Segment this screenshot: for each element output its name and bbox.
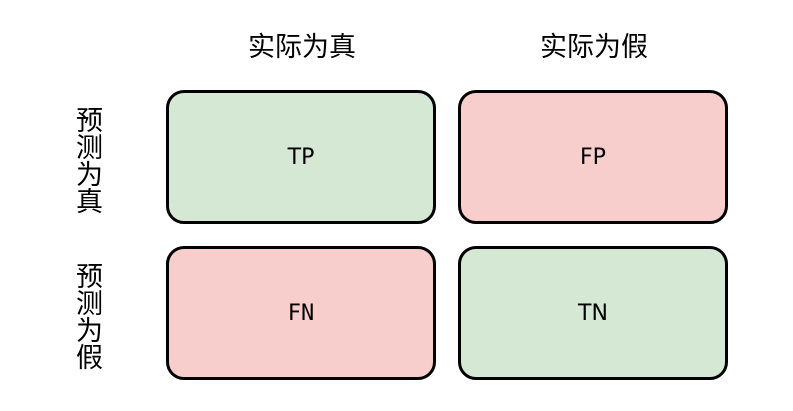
row-header-predicted-false: 预测为假: [71, 262, 102, 370]
cell-false-negative: FN: [166, 246, 436, 380]
row-header-predicted-true: 预测为真: [71, 106, 102, 214]
cell-true-negative: TN: [458, 246, 728, 380]
cell-label-fn: FN: [287, 300, 315, 326]
cell-true-positive: TP: [166, 90, 436, 224]
column-header-actual-false: 实际为假: [540, 32, 648, 63]
cell-label-fp: FP: [580, 144, 606, 170]
cell-false-positive: FP: [458, 90, 728, 224]
column-header-actual-true: 实际为真: [248, 32, 356, 63]
cell-label-tn: TN: [578, 300, 608, 326]
cell-label-tp: TP: [287, 144, 315, 170]
